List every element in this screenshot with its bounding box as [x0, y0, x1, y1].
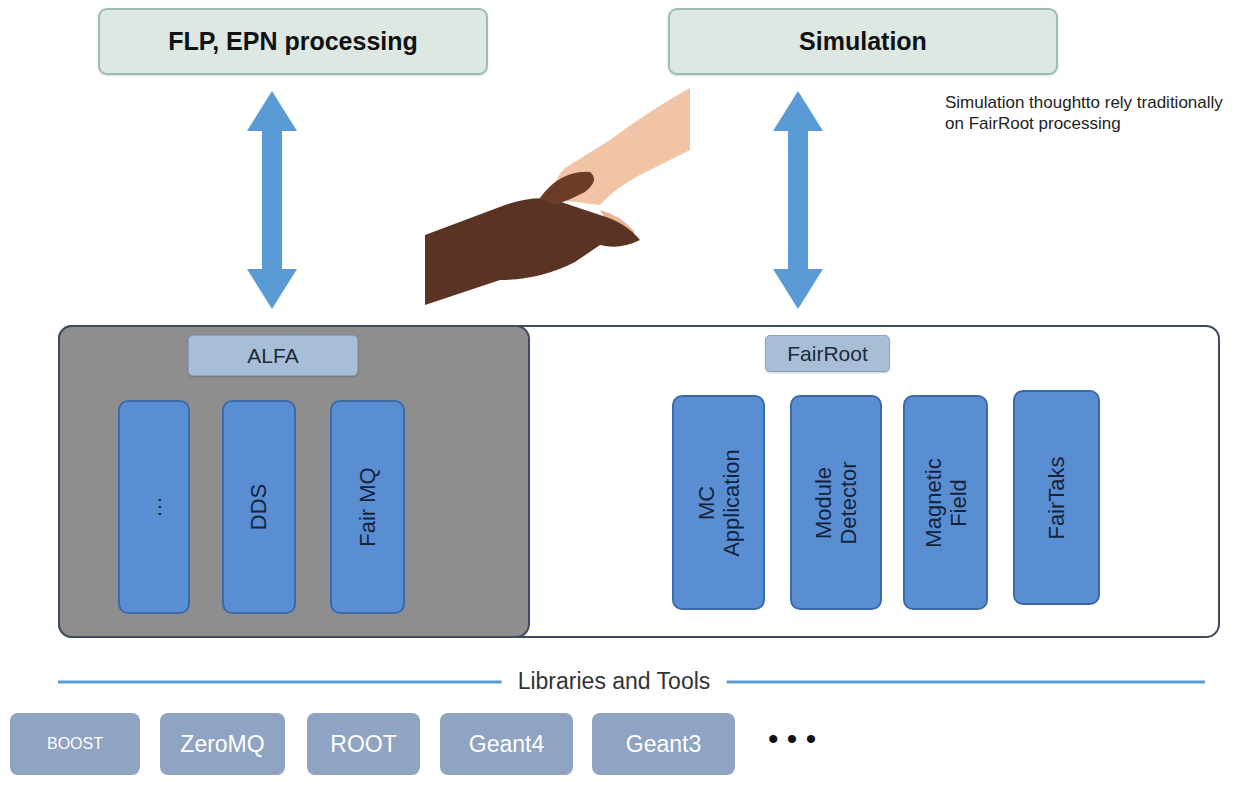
module-box: … — [118, 400, 190, 614]
box-label: ZeroMQ — [180, 731, 264, 758]
box-label: Geant3 — [626, 731, 701, 758]
photo-ground — [425, 78, 690, 312]
note-text: Simulation thoughtto rely traditionally … — [945, 92, 1230, 135]
double-arrow — [773, 91, 823, 309]
box-label: FLP, EPN processing — [168, 27, 418, 56]
module-box: Module Detector — [790, 395, 882, 610]
module-label: DDS — [246, 484, 271, 530]
box-label: ROOT — [330, 731, 396, 758]
library-box: ZeroMQ — [160, 713, 285, 775]
module-box: MC Application — [672, 395, 765, 610]
module-label: … — [141, 496, 166, 518]
region-tab: FairRoot — [765, 335, 890, 372]
library-box: Geant4 — [440, 713, 573, 775]
section-label: Libraries and Tools — [502, 667, 727, 696]
module-box: FairTaks — [1013, 390, 1100, 605]
double-arrow — [247, 91, 297, 309]
library-box: Geant3 — [592, 713, 735, 775]
module-label: Fair MQ — [355, 467, 380, 546]
box-label: Simulation — [799, 27, 927, 56]
more-marker: • • • — [768, 720, 816, 758]
library-box: ROOT — [307, 713, 420, 775]
process-box: Simulation — [668, 8, 1058, 75]
library-box: BOOST — [10, 713, 140, 775]
region-tab: ALFA — [188, 335, 358, 376]
dark-thumb — [540, 172, 594, 205]
module-label: Module Detector — [811, 461, 862, 544]
module-label: MC Application — [693, 449, 744, 557]
module-box: Fair MQ — [330, 400, 405, 614]
process-box: FLP, EPN processing — [98, 8, 488, 75]
module-label: Magnetic Field — [920, 458, 971, 547]
box-label: BOOST — [47, 735, 103, 753]
framework-region: … DDS Fair MQ ALFA MC Application Module Dete… — [58, 325, 1220, 638]
framework-region: … DDS Fair MQ ALFA — [58, 325, 530, 638]
dark-hand — [425, 198, 640, 305]
module-box: Magnetic Field — [903, 395, 988, 610]
module-label: FairTaks — [1044, 456, 1069, 539]
module-box: DDS — [222, 400, 296, 614]
box-label: Geant4 — [469, 731, 544, 758]
